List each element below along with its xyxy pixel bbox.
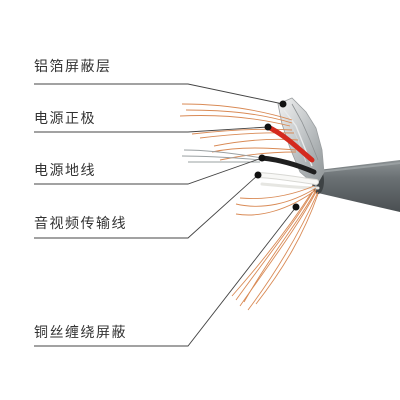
label-ground-wire: 电源地线: [34, 163, 96, 179]
label-copper-braid: 铜丝缠绕屏蔽: [34, 325, 127, 341]
marker-dot-icon: [264, 123, 272, 131]
wires: [255, 125, 320, 190]
leader-line-positive: [34, 126, 269, 133]
marker-dot-icon: [292, 203, 300, 211]
leader-line-foil: [34, 83, 284, 105]
drain-strands: [181, 149, 263, 163]
cable-jacket: [312, 160, 400, 212]
label-av-wire: 音视频传输线: [34, 216, 127, 232]
marker-dot-icon: [258, 154, 266, 162]
label-positive-wire: 电源正极: [34, 111, 96, 127]
marker-dots: [254, 100, 300, 211]
copper-strands-lower: [231, 185, 319, 311]
marker-dot-icon: [254, 171, 262, 179]
label-foil-shield: 铝箔屏蔽层: [34, 59, 112, 75]
foil-shield: [277, 97, 325, 187]
ground-wire: [259, 155, 317, 175]
leader-line-av: [34, 174, 259, 239]
positive-wire: [267, 125, 315, 163]
leader-line-copper: [34, 206, 297, 347]
marker-dot-icon: [279, 100, 287, 108]
leader-line-ground: [34, 157, 263, 185]
copper-strands-upper: [179, 103, 299, 161]
leader-lines: [34, 83, 297, 347]
